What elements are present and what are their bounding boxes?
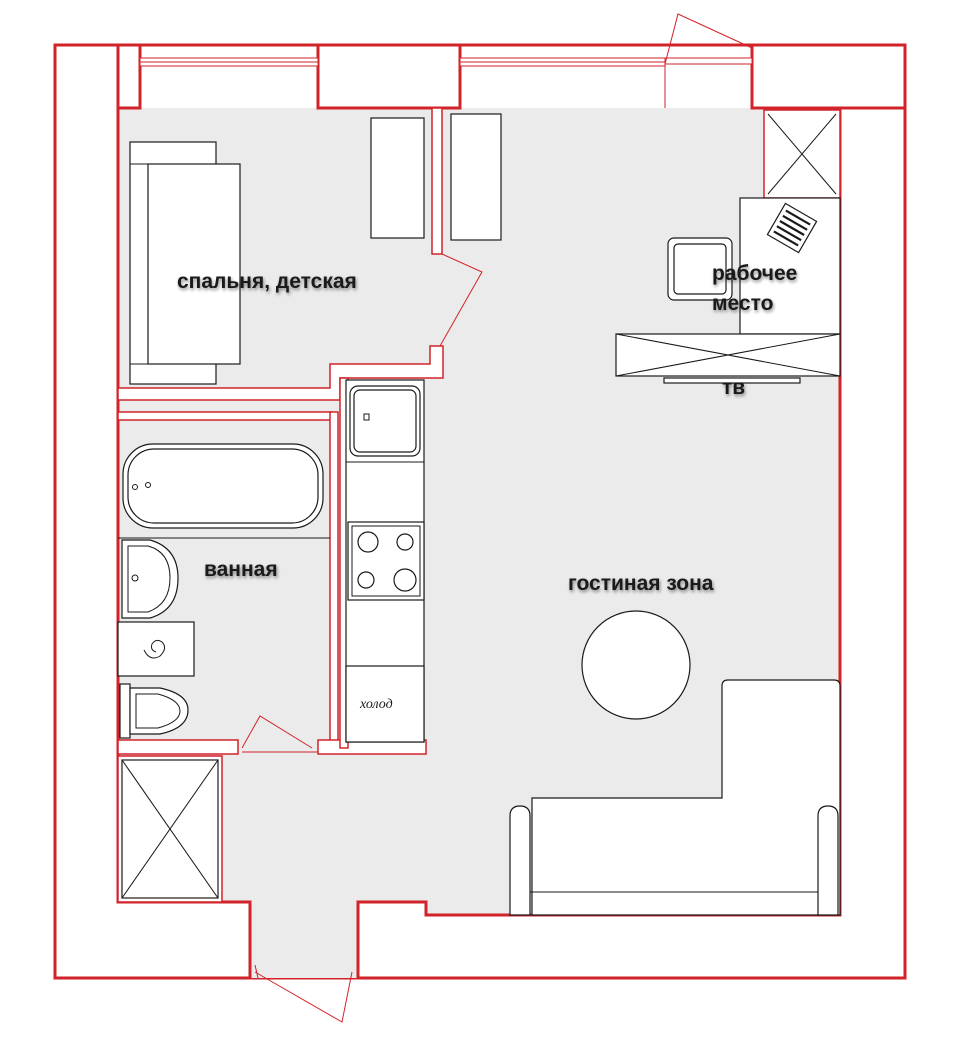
bedroom-furniture <box>129 113 502 385</box>
laptop-icon <box>766 202 818 254</box>
bath-wall-right <box>329 411 339 748</box>
toilet-bowl <box>129 687 189 735</box>
balcony-door-swing <box>664 13 753 108</box>
bath-wall-top <box>117 411 333 421</box>
bedroom-partition <box>117 107 483 401</box>
sink <box>349 385 421 457</box>
bathtub-tap-2 <box>145 482 151 488</box>
bedroom-wall-right <box>431 107 443 255</box>
toilet-tank <box>119 683 131 739</box>
sofa-arm-right <box>817 805 839 916</box>
floor-main <box>118 108 840 978</box>
living-furniture <box>509 610 841 916</box>
room-label-living: гостиная зона <box>568 572 714 595</box>
sofa-arm-left <box>509 805 531 916</box>
windows <box>139 57 666 67</box>
entrance-door <box>254 964 353 1023</box>
room-label-workplace-line2: место <box>712 292 774 315</box>
wardrobe-left <box>370 117 425 239</box>
desk-chair <box>667 237 733 301</box>
left-wall <box>53 43 252 980</box>
sink-bowl <box>353 389 417 453</box>
shaft-top-right-cross <box>767 113 837 195</box>
shaft-bottom-left-inner <box>121 759 219 899</box>
washing-machine-spiral-icon <box>143 639 166 659</box>
shaft-bottom-left-cross <box>121 759 219 899</box>
burner-3-icon <box>357 571 375 589</box>
bedroom-door-swing <box>439 253 483 347</box>
sofa-corner <box>531 679 841 916</box>
top-wall-right <box>750 43 907 110</box>
bed-mattress <box>147 163 241 365</box>
washing-machine <box>117 621 195 677</box>
toilet-seat <box>135 693 181 729</box>
washbasin-inner <box>127 545 171 613</box>
burner-4-icon <box>393 568 417 592</box>
workplace <box>615 197 841 384</box>
desk-chair-seat <box>673 243 727 295</box>
burner-1-icon <box>357 531 379 553</box>
washbasin-drain <box>131 574 139 582</box>
burner-2-icon <box>396 533 414 551</box>
balcony-door-frame <box>664 57 753 65</box>
stove-inner <box>351 525 421 597</box>
round-table <box>581 610 691 720</box>
top-walls <box>53 43 907 110</box>
sink-tap <box>363 413 370 421</box>
shafts <box>117 109 841 903</box>
room-label-workplace-line1: рабочее <box>712 262 798 285</box>
balcony-door-top <box>664 13 753 108</box>
fridge-label: холод <box>360 697 393 712</box>
bathtub <box>122 443 324 529</box>
bathroom-fixtures <box>117 443 330 739</box>
bedroom-wall-bottom <box>117 345 444 401</box>
bath-door-swing <box>241 715 318 753</box>
wardrobe-right <box>450 113 502 241</box>
desk <box>739 197 841 335</box>
room-label-bedroom: спальня, детская <box>177 270 357 293</box>
tv-cabinet-cross <box>615 333 841 377</box>
room-label-bathroom: ванная <box>204 558 278 581</box>
tv-screen <box>663 377 801 384</box>
fridge <box>345 665 425 743</box>
washbasin <box>121 539 179 619</box>
top-wall-middle <box>316 43 462 110</box>
bath-wall-bottom-left <box>117 739 239 755</box>
bathtub-tap-1 <box>132 484 138 490</box>
floor-areas <box>118 108 840 978</box>
kitchen-fixtures <box>345 379 425 743</box>
room-label-tv: тв <box>722 376 746 399</box>
entrance-door-swing <box>254 964 353 1023</box>
bathtub-inner <box>127 448 319 524</box>
